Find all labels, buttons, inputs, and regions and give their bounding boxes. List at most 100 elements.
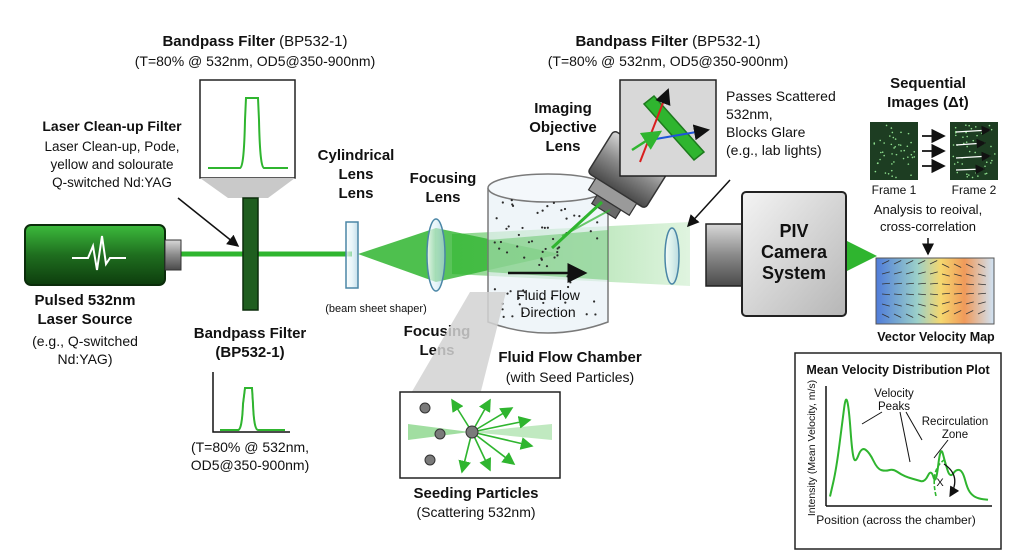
vector-arrow: [881, 313, 890, 318]
plot-title: Mean Velocity Distribution Plot: [806, 363, 990, 377]
plot-frame: [794, 352, 1002, 550]
seed-dot: [560, 209, 563, 212]
vector-arrow: [905, 303, 914, 307]
vector-arrow: [929, 303, 938, 307]
frame-dot: [890, 143, 893, 146]
seed-dot: [593, 300, 596, 303]
vector-arrow: [905, 282, 915, 285]
vector-arrow: [905, 293, 915, 296]
seed-dot: [493, 288, 497, 291]
frame-dot: [898, 143, 900, 146]
filter-curve-bottom: [212, 372, 290, 433]
vector-arrow: [953, 292, 963, 295]
seeding-title: Seeding Particles: [413, 485, 538, 502]
focusing-lens: [426, 218, 446, 292]
pulse-icon: [72, 235, 126, 271]
frame-dot: [971, 176, 974, 179]
seed-dot: [543, 226, 546, 229]
frame-dot: [966, 135, 968, 138]
frame-dot: [994, 153, 996, 155]
frame-dot: [991, 159, 993, 162]
frame-dot: [966, 175, 969, 178]
frame-dot: [893, 161, 895, 163]
frame-dot: [892, 136, 895, 139]
seed-dot: [594, 313, 597, 316]
frame-dot: [900, 150, 902, 152]
vector-arrow: [977, 283, 987, 286]
seed-dot: [538, 263, 541, 267]
frame-dot: [885, 124, 888, 127]
seed-dot: [511, 315, 514, 318]
frame-dot: [913, 150, 916, 153]
frame-dot: [879, 158, 881, 161]
seed-dot: [551, 237, 555, 241]
vector-arrow: [977, 301, 986, 305]
vector-arrow: [977, 273, 986, 277]
seed-dot: [498, 247, 501, 250]
vector-arrow: [929, 260, 938, 265]
vector-arrow: [929, 293, 939, 296]
vector-arrow: [965, 292, 975, 295]
frame-dot: [961, 163, 964, 165]
seed-dot: [546, 205, 549, 208]
vector-arrow: [893, 260, 902, 265]
filter-bottom-spec: (T=80% @ 532nm,OD5@350-900nm): [191, 439, 310, 473]
frame-dot: [906, 145, 909, 148]
seed-dot: [552, 201, 555, 204]
frame-arrows: [922, 128, 946, 174]
frame-dot: [953, 163, 956, 165]
seed-dot: [589, 230, 592, 233]
camera-lens-glass: [664, 227, 680, 285]
seed-dot: [507, 225, 510, 228]
frame-dot: [900, 131, 902, 134]
seed-dot: [509, 290, 512, 293]
filter-callout-top: [200, 178, 295, 198]
frame-dot: [880, 151, 882, 154]
seed-dot: [540, 297, 543, 301]
seed-dot: [517, 233, 520, 237]
frame-dot: [974, 126, 977, 128]
seed-dot: [566, 285, 570, 289]
vector-arrow: [917, 282, 927, 285]
frame-dot: [890, 127, 893, 129]
seed-dot: [499, 240, 503, 244]
frame-dot: [957, 161, 959, 164]
frame-dot: [895, 176, 897, 179]
seed-dot: [541, 209, 544, 212]
seed-particle: [419, 402, 431, 414]
laser-source: [24, 224, 182, 286]
seed-dot: [596, 221, 599, 224]
vector-arrow: [953, 273, 962, 277]
frame-dot: [877, 162, 879, 164]
frame-dot: [894, 145, 897, 148]
frame-dot: [894, 138, 897, 140]
filter-bottom-label: Bandpass Filter(BP532-1): [194, 325, 307, 361]
seed-dot: [556, 254, 559, 257]
vector-arrow: [977, 263, 986, 268]
frame-dot: [907, 132, 910, 135]
frame-dot: [966, 145, 968, 148]
frame-dot: [980, 132, 983, 134]
filter-top-left-spec: (T=80% @ 532nm, OD5@350-900nm): [135, 53, 375, 69]
frame-dot: [884, 172, 887, 174]
vector-arrow: [953, 263, 962, 268]
vector-arrow: [941, 301, 950, 305]
frame-dot: [974, 151, 977, 154]
seed-dot: [553, 256, 556, 259]
frame-dot: [881, 151, 884, 153]
seed-dot: [542, 301, 545, 305]
seed-dot: [527, 241, 531, 244]
seed-dot: [521, 311, 524, 314]
vector-arrow: [917, 303, 926, 307]
seed-dot: [505, 251, 509, 254]
frame-dot: [968, 150, 971, 153]
passes-pointer: [686, 179, 731, 228]
frame-dot: [910, 141, 912, 144]
seed-dot: [566, 275, 569, 278]
frame-dot: [879, 139, 881, 142]
